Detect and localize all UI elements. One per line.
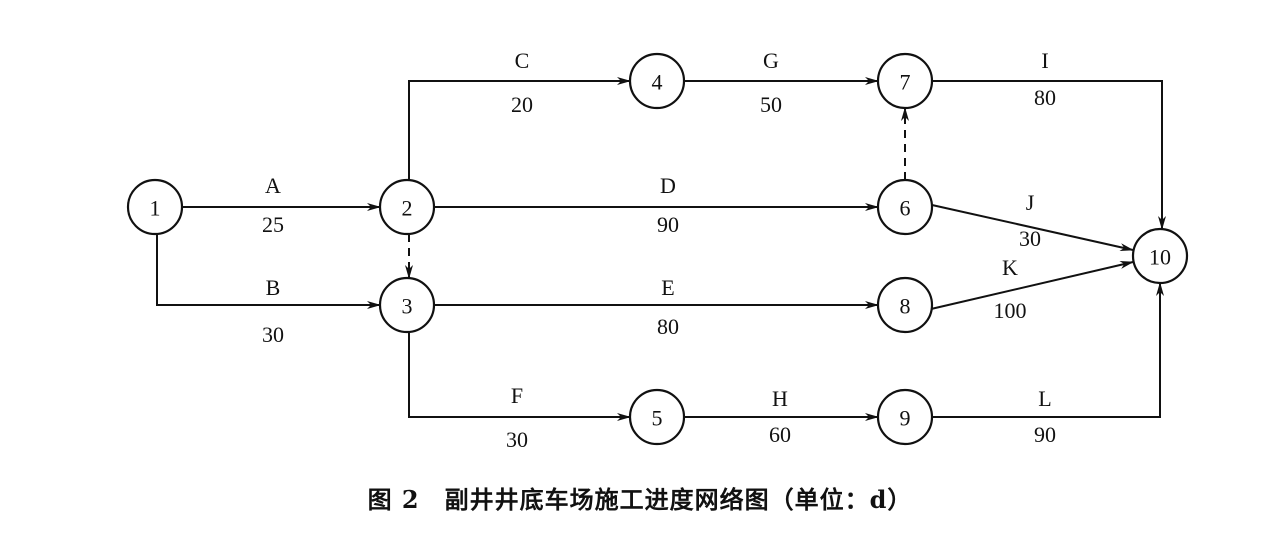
node-circle xyxy=(126,178,184,236)
activity-duration-label: 100 xyxy=(994,298,1027,323)
activity-duration-label: 50 xyxy=(760,92,782,117)
activity-duration-label: 60 xyxy=(769,422,791,447)
node-circle xyxy=(876,178,934,236)
activity-name-label: G xyxy=(763,48,779,73)
node-circle xyxy=(628,388,686,446)
node-number: 4 xyxy=(652,70,663,95)
activity-arrow-j xyxy=(931,204,1134,252)
node-number: 9 xyxy=(900,406,911,431)
node-number: 8 xyxy=(900,294,911,319)
activity-name-label: D xyxy=(660,173,676,198)
node-6: 6 xyxy=(876,178,934,236)
activity-duration-label: 20 xyxy=(511,92,533,117)
node-circle xyxy=(378,276,436,334)
node-circle xyxy=(1131,227,1189,285)
node-number: 6 xyxy=(900,196,911,221)
node-circle xyxy=(876,388,934,446)
node-number: 5 xyxy=(652,406,663,431)
activity-duration-label: 80 xyxy=(1034,85,1056,110)
node-number: 1 xyxy=(150,196,161,221)
activity-name-label: E xyxy=(661,275,674,300)
activity-duration-label: 30 xyxy=(262,322,284,347)
activity-name-label: K xyxy=(1002,255,1018,280)
node-circle xyxy=(876,52,934,110)
activity-duration-label: 80 xyxy=(657,314,679,339)
activity-arrow-f xyxy=(408,332,631,421)
node-number: 3 xyxy=(402,294,413,319)
node-2: 2 xyxy=(378,178,436,236)
node-1: 1 xyxy=(126,178,184,236)
node-circle xyxy=(876,276,934,334)
activity-duration-label: 90 xyxy=(1034,422,1056,447)
activity-name-label: B xyxy=(266,275,281,300)
node-5: 5 xyxy=(628,388,686,446)
node-8: 8 xyxy=(876,276,934,334)
activity-arrow-l xyxy=(932,282,1164,418)
activity-name-label: H xyxy=(772,386,788,411)
node-4: 4 xyxy=(628,52,686,110)
node-number: 2 xyxy=(402,196,413,221)
activity-name-label: F xyxy=(511,383,523,408)
activity-arrow-i xyxy=(932,80,1166,230)
activity-name-label: C xyxy=(515,48,530,73)
activity-duration-label: 90 xyxy=(657,212,679,237)
node-number: 10 xyxy=(1149,245,1171,270)
activity-name-label: I xyxy=(1041,48,1048,73)
activity-name-label: A xyxy=(265,173,281,198)
activity-name-label: J xyxy=(1026,190,1035,215)
activity-arrow-b xyxy=(156,234,381,309)
node-circle xyxy=(378,178,436,236)
node-9: 9 xyxy=(876,388,934,446)
node-3: 3 xyxy=(378,276,436,334)
activity-name-label: L xyxy=(1038,386,1051,411)
node-circle xyxy=(628,52,686,110)
figure-caption: 图 2 副井井底车场施工进度网络图（单位：d） xyxy=(367,485,913,514)
activity-duration-label: 25 xyxy=(262,212,284,237)
node-10: 10 xyxy=(1131,227,1189,285)
activity-duration-label: 30 xyxy=(506,427,528,452)
activity-arrow-c xyxy=(408,77,631,180)
node-7: 7 xyxy=(876,52,934,110)
node-number: 7 xyxy=(900,70,911,95)
activity-arrow-k xyxy=(930,261,1134,310)
activity-duration-label: 30 xyxy=(1019,226,1041,251)
